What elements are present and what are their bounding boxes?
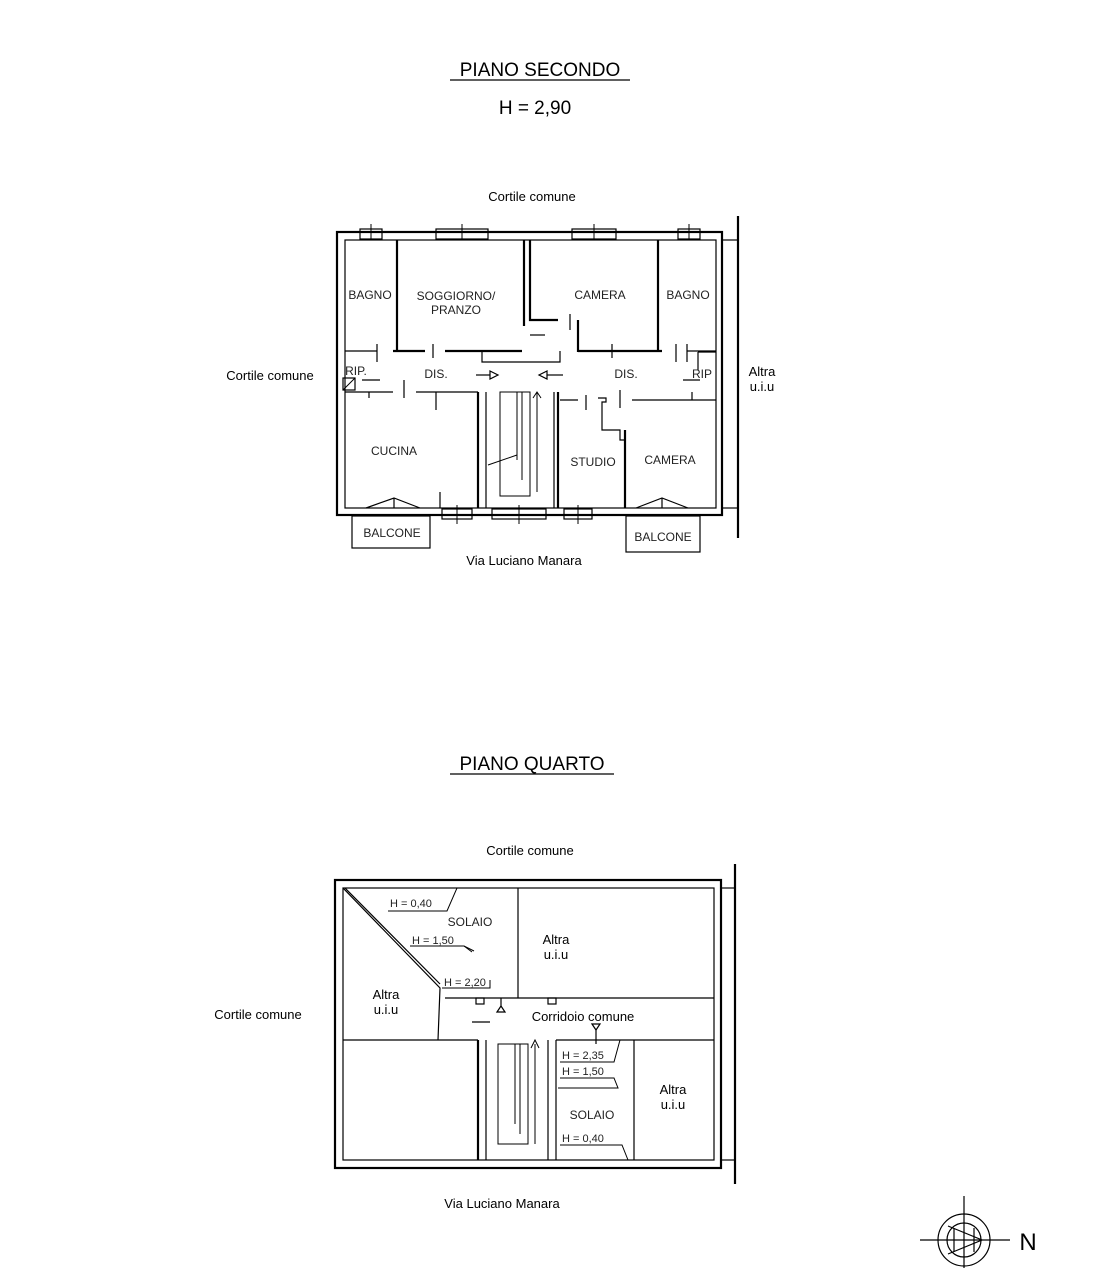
room-bagno-left: BAGNO: [348, 288, 391, 302]
room-camera-top: CAMERA: [574, 288, 625, 302]
text-line: SOGGIORNO/: [417, 289, 496, 303]
floor-2-walls: [335, 216, 740, 538]
floor-4-walls: [333, 864, 737, 1184]
text-line: Altra: [749, 364, 777, 379]
room-studio: STUDIO: [570, 455, 615, 469]
north-compass: N: [920, 1196, 1037, 1268]
floor-2-room-labels: BAGNO SOGGIORNO/PRANZO CAMERA BAGNO RIP.…: [345, 288, 712, 544]
text-line: Altra: [373, 987, 401, 1002]
room-balcone-left: BALCONE: [363, 526, 420, 540]
height-040-top: H = 0,40: [390, 898, 432, 910]
room-solaio-top: SOLAIO: [448, 915, 493, 929]
room-cucina: CUCINA: [371, 444, 417, 458]
room-camera-bottom: CAMERA: [644, 453, 695, 467]
room-rip-left: RIP.: [345, 364, 367, 378]
room-corridoio: Corridoio comune: [532, 1009, 635, 1024]
height-040-bottom: H = 0,40: [562, 1133, 604, 1145]
room-dis-left: DIS.: [424, 367, 447, 381]
text-line: Altra: [543, 932, 571, 947]
text-line: u.i.u: [544, 947, 569, 962]
floor-4-stairs: [485, 1038, 549, 1160]
floor-4-title: PIANO QUARTO: [460, 754, 605, 775]
text-line: Altra: [660, 1082, 688, 1097]
floor-2-balcone-left-outline: [351, 515, 431, 549]
floor-2-balcone-right-outline: [625, 515, 701, 553]
height-220: H = 2,20: [444, 977, 486, 989]
room-bagno-right: BAGNO: [666, 288, 709, 302]
floor-2-title: PIANO SECONDO: [460, 60, 620, 81]
height-150-top: H = 1,50: [412, 935, 454, 947]
text-line: u.i.u: [750, 379, 775, 394]
room-soggiorno: SOGGIORNO/PRANZO: [417, 289, 496, 317]
room-rip-right: RIP: [692, 367, 712, 381]
height-150-bottom: H = 1,50: [562, 1066, 604, 1078]
room-solaio-bottom: SOLAIO: [570, 1108, 615, 1122]
north-label: N: [1019, 1229, 1036, 1256]
floor-4-label-left: Cortile comune: [214, 1007, 301, 1022]
text-line: u.i.u: [661, 1097, 686, 1112]
room-dis-right: DIS.: [614, 367, 637, 381]
floor-2-stairs: [485, 391, 555, 508]
floor-4-plan: PIANO QUARTO Cortile comune Cortile comu…: [214, 754, 737, 1211]
floor-2-height: H = 2,90: [499, 98, 571, 119]
floor-2-label-top: Cortile comune: [488, 189, 575, 204]
room-balcone-right: BALCONE: [634, 530, 691, 544]
floor-2-windows: [359, 224, 701, 524]
height-235: H = 2,35: [562, 1050, 604, 1062]
floor-2-plan: PIANO SECONDO H = 2,90 Cortile comune Co…: [226, 60, 776, 568]
text-line: u.i.u: [374, 1002, 399, 1017]
floor-2-label-bottom: Via Luciano Manara: [466, 553, 582, 568]
floor-4-label-top: Cortile comune: [486, 843, 573, 858]
floor-2-label-left: Cortile comune: [226, 368, 313, 383]
text-line: PRANZO: [431, 303, 481, 317]
floor-4-label-bottom: Via Luciano Manara: [444, 1196, 560, 1211]
